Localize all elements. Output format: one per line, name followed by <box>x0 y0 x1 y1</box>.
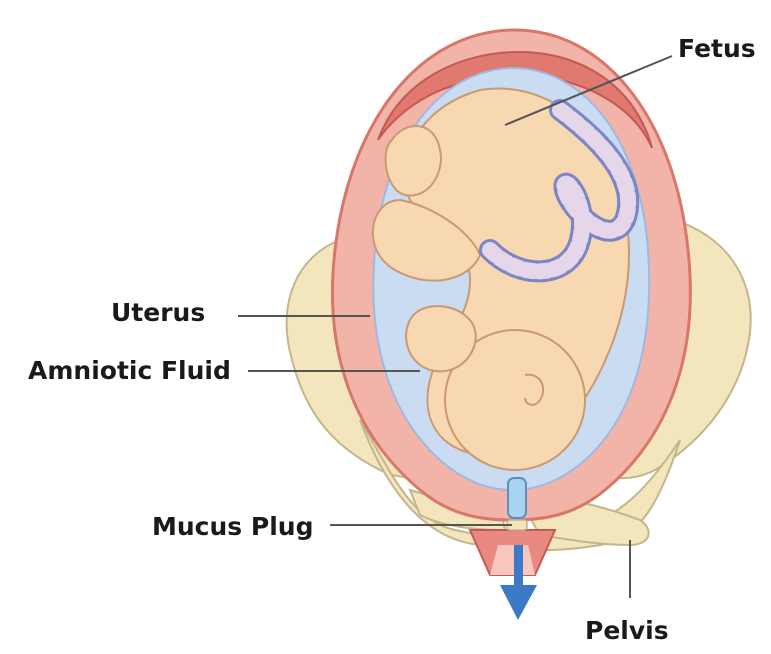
mucus-plug-label: Mucus Plug <box>152 512 314 541</box>
fetus-leader-line <box>504 55 673 126</box>
leader-lines <box>238 55 673 598</box>
umbilical-cord <box>479 99 640 283</box>
amniotic-fluid-label: Amniotic Fluid <box>28 356 231 385</box>
placenta <box>377 50 653 149</box>
pelvis-label: Pelvis <box>585 616 669 645</box>
uterus-label: Uterus <box>111 298 206 327</box>
mucus-plug <box>507 477 527 519</box>
fetus-label: Fetus <box>678 34 756 63</box>
arrow-down-icon <box>500 545 537 620</box>
